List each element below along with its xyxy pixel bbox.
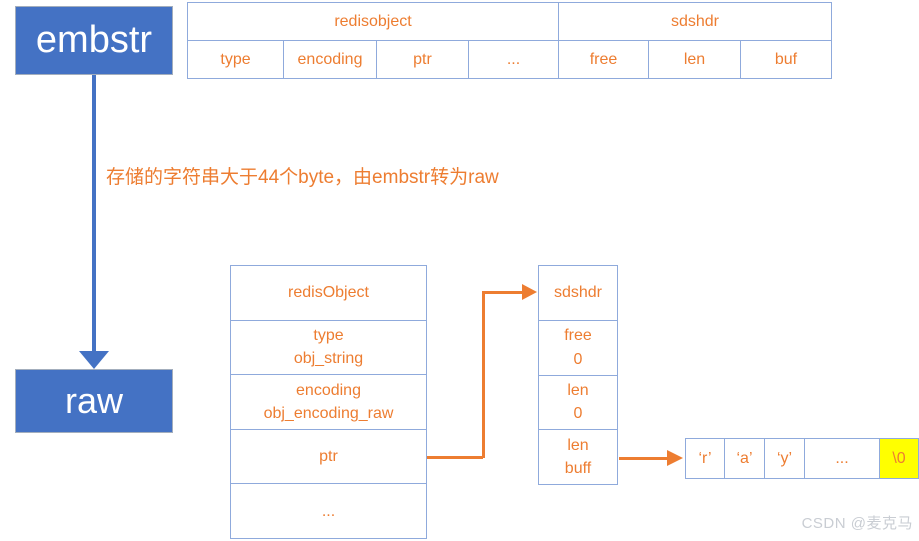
redisobject-row-type: type obj_string <box>231 319 426 375</box>
char-cell-y: ‘y’ <box>764 439 804 478</box>
sdshdr-row-len: len 0 <box>539 374 617 430</box>
sdshdr-table: sdshdr free 0 len 0 len buff <box>538 265 618 485</box>
char-cell-nul-terminator: \0 <box>879 439 918 478</box>
char-cell-ellipsis: ... <box>804 439 879 478</box>
cell-free: free <box>558 40 648 78</box>
cell-buf: buf <box>740 40 831 78</box>
buff-to-chars-arrow-line <box>619 457 668 460</box>
embstr-to-raw-arrowhead-icon <box>79 351 109 369</box>
cell-encoding: encoding <box>283 40 376 78</box>
redisobject-group-header: redisobject <box>334 12 412 30</box>
raw-node-label: raw <box>64 380 123 421</box>
sdshdr-row-lenbuff: len buff <box>539 429 617 484</box>
sdshdr-row-free: free 0 <box>539 319 617 375</box>
sdshdr-group-header: sdshdr <box>558 3 831 40</box>
transition-annotation: 存储的字符串大于44个byte，由embstr转为raw <box>106 167 499 188</box>
cell-ptr: ptr <box>376 40 468 78</box>
char-cell-a: ‘a’ <box>724 439 764 478</box>
cell-type: type <box>188 40 283 78</box>
csdn-watermark: CSDN @麦克马 <box>801 515 913 532</box>
embstr-layout-table: redisobject sdshdr type encoding ptr ...… <box>187 2 832 79</box>
sdshdr-table-header: sdshdr <box>553 284 603 302</box>
ptr-to-sdshdr-arrow-segment <box>482 291 485 458</box>
redisobject-row-encoding: encoding obj_encoding_raw <box>231 374 426 429</box>
redisobject-row-ellipsis: ... <box>231 483 426 538</box>
redisobject-row-ptr: ptr <box>231 428 426 484</box>
ptr-to-sdshdr-arrowhead-icon <box>522 284 537 300</box>
redisobject-table: redisObject type obj_string encoding obj… <box>230 265 427 539</box>
ptr-to-sdshdr-arrow-segment <box>427 456 483 459</box>
embstr-node-label: embstr <box>35 19 153 61</box>
raw-node: raw <box>15 369 173 433</box>
embstr-to-raw-arrow-line <box>92 75 96 353</box>
cell-ellipsis: ... <box>468 40 558 78</box>
ptr-to-sdshdr-arrow-segment <box>482 291 523 294</box>
buff-to-chars-arrowhead-icon <box>667 450 683 466</box>
char-array-table: ‘r’ ‘a’ ‘y’ ... \0 <box>685 438 919 479</box>
cell-len: len <box>648 40 740 78</box>
embstr-node: embstr <box>15 6 173 75</box>
char-cell-r: ‘r’ <box>698 449 712 467</box>
redisobject-table-header: redisObject <box>288 284 369 302</box>
